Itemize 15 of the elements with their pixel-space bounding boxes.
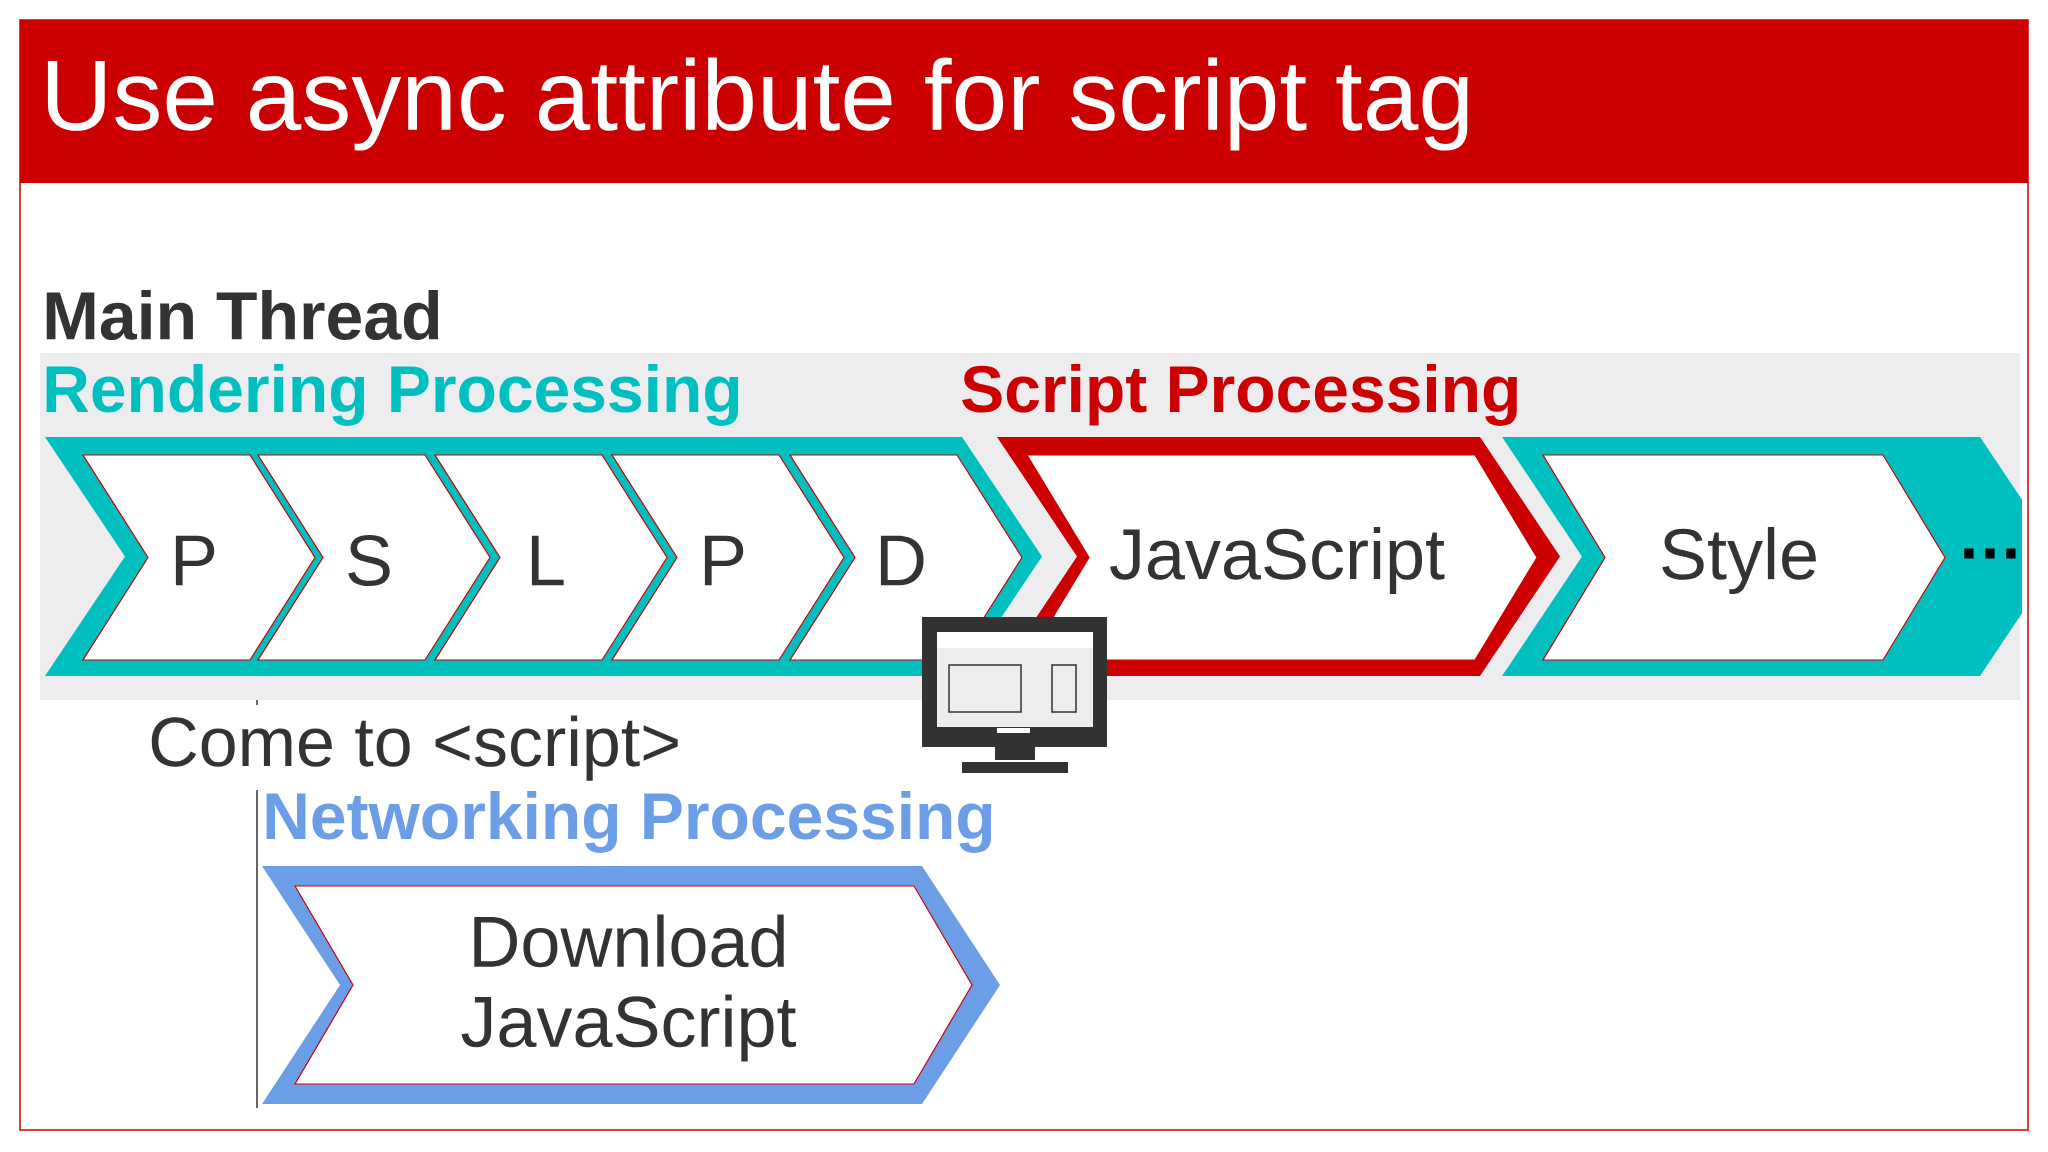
node-label: … xyxy=(1964,548,2016,559)
node-label: Main Thread xyxy=(46,290,439,340)
chevron-box: D xyxy=(788,454,1023,661)
chevron-box: Style … xyxy=(1541,454,2016,661)
annotation-text: Come to <script> xyxy=(151,715,678,781)
chevron-box: L xyxy=(433,454,668,661)
chevron-box: S xyxy=(256,454,491,661)
chevron-box: P xyxy=(81,454,316,661)
chevron-box: P xyxy=(610,454,845,661)
node-label: Rendering Processing xyxy=(46,364,739,426)
title-bar: Use async attribute for script tag xyxy=(20,20,2028,183)
chevron-box: Download JavaScript xyxy=(293,885,973,1085)
node-label: Networking Processing xyxy=(266,791,992,853)
node-label: Script Processing xyxy=(962,364,1517,426)
chevron-box: JavaScript xyxy=(1025,454,1538,661)
